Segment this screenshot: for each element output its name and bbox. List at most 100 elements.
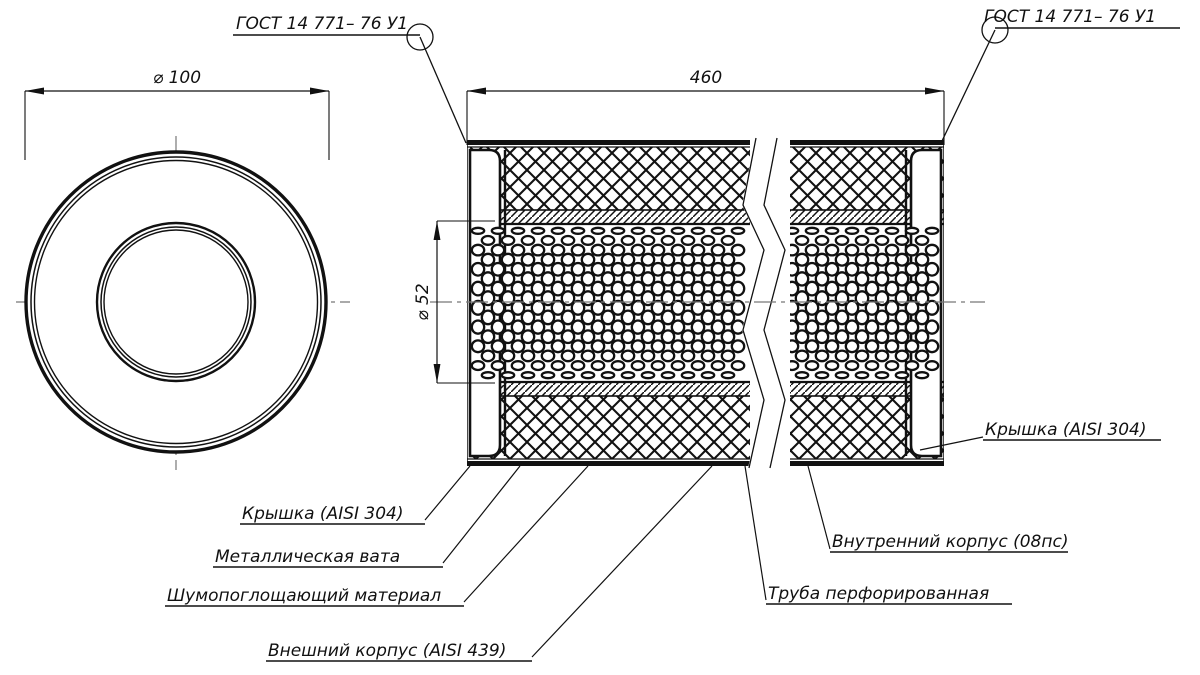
- perforation-hole: [540, 349, 556, 363]
- perforation-hole: [834, 271, 850, 287]
- perforation-hole: [824, 319, 840, 335]
- perforation-hole: [884, 243, 900, 257]
- perforation-hole: [680, 371, 696, 380]
- perforation-hole: [620, 329, 636, 345]
- weld-note-right-text: ГОСТ 14 771– 76 У1: [984, 7, 1156, 27]
- perforation-hole: [650, 226, 666, 235]
- weld-note-right[interactable]: ГОСТ 14 771– 76 У1: [941, 7, 1180, 142]
- perforation-hole: [814, 234, 830, 246]
- perforation-hole: [510, 243, 526, 257]
- label-cap-left[interactable]: Крышка (AISI 304): [240, 504, 425, 525]
- label-outer-body[interactable]: Внешний корпус (AISI 439): [266, 641, 532, 662]
- dim-inner-diameter-text: ⌀ 52: [413, 283, 433, 320]
- perforation-hole: [844, 226, 860, 235]
- perforation-hole: [670, 280, 686, 297]
- perforation-hole: [904, 261, 920, 277]
- perforation-hole: [844, 360, 860, 372]
- label-metal-wool[interactable]: Металлическая вата: [213, 547, 443, 568]
- perforation-hole: [670, 226, 686, 235]
- perforation-hole: [904, 243, 920, 257]
- perforation-hole: [470, 243, 486, 257]
- perforation-hole: [480, 349, 496, 363]
- weld-note-left[interactable]: ГОСТ 14 771– 76 У1: [233, 14, 467, 144]
- perforation-hole: [854, 349, 870, 363]
- perforation-hole: [874, 329, 890, 345]
- perforation-hole: [854, 329, 870, 345]
- perforation-hole: [864, 360, 880, 372]
- perforation-hole: [580, 252, 596, 267]
- perforation-hole: [730, 360, 746, 372]
- perforation-hole: [640, 309, 656, 326]
- perforation-hole: [924, 299, 940, 316]
- perforation-hole: [720, 329, 736, 345]
- perforation-hole: [824, 243, 840, 257]
- perforation-hole: [650, 261, 666, 277]
- perforation-hole: [804, 339, 820, 354]
- perforation-hole: [924, 226, 940, 235]
- perforation-hole: [874, 371, 890, 380]
- perforation-hole: [804, 226, 820, 235]
- perforation-hole: [510, 280, 526, 297]
- perforation-hole: [530, 280, 546, 297]
- label-inner-body[interactable]: Внутренний корпус (08пс): [830, 532, 1068, 553]
- perforation-hole: [630, 243, 646, 257]
- perforation-hole: [640, 349, 656, 363]
- dim-outer-diameter: ⌀ 100: [24, 68, 330, 160]
- perforation-hole: [500, 234, 516, 246]
- perforation-hole: [480, 329, 496, 345]
- perforation-hole: [914, 234, 930, 246]
- perforation-hole: [854, 309, 870, 326]
- perforation-hole: [690, 299, 706, 316]
- perforation-hole: [914, 271, 930, 287]
- perforation-hole: [490, 319, 506, 335]
- inner-tube-circle-3: [103, 229, 249, 375]
- perforation-hole: [610, 339, 626, 354]
- perforation-hole: [730, 261, 746, 277]
- perforation-hole: [580, 309, 596, 326]
- perforation-hole: [470, 360, 486, 372]
- perforation-hole: [700, 234, 716, 246]
- sound-material-top-left: [469, 209, 750, 225]
- leader-lines-left: [424, 465, 713, 658]
- perforation-hole: [864, 261, 880, 277]
- perforation-hole: [470, 226, 486, 235]
- perforation-hole: [804, 243, 820, 257]
- perforation-hole: [570, 243, 586, 257]
- label-sound-material[interactable]: Шумопоглощающий материал: [165, 586, 464, 607]
- perforation-hole: [700, 371, 716, 380]
- perforation-hole: [540, 309, 556, 326]
- perforation-hole: [824, 280, 840, 297]
- perforation-hole: [540, 329, 556, 345]
- perforation-hole: [660, 349, 676, 363]
- perforation-hole: [690, 360, 706, 372]
- perforation-hole: [630, 360, 646, 372]
- perforation-hole: [550, 280, 566, 297]
- perforation-hole: [660, 252, 676, 267]
- perforation-hole: [560, 290, 576, 307]
- label-cap-right[interactable]: Крышка (AISI 304): [983, 420, 1161, 441]
- perforation-hole: [600, 309, 616, 326]
- perforation-hole: [500, 309, 516, 326]
- perforation-hole: [490, 360, 506, 372]
- break-line: [742, 137, 790, 469]
- perforation-hole: [590, 319, 606, 335]
- perforation-hole: [510, 299, 526, 316]
- perforation-hole: [844, 243, 860, 257]
- perforation-hole: [510, 360, 526, 372]
- perforation-hole: [640, 371, 656, 380]
- perforation-hole: [650, 280, 666, 297]
- perforation-hole: [660, 309, 676, 326]
- perforation-hole: [720, 271, 736, 287]
- perforation-hole: [610, 319, 626, 335]
- perforation-hole: [540, 271, 556, 287]
- perforation-hole: [794, 309, 810, 326]
- perforation-hole: [490, 339, 506, 354]
- perforation-hole: [924, 360, 940, 372]
- perforation-hole: [924, 319, 940, 335]
- perforation-hole: [710, 299, 726, 316]
- perforation-hole: [854, 234, 870, 246]
- perforation-hole: [590, 243, 606, 257]
- label-perf-tube[interactable]: Труба перфорированная: [766, 584, 1012, 605]
- perforation-hole: [630, 226, 646, 235]
- perforation-hole: [894, 371, 910, 380]
